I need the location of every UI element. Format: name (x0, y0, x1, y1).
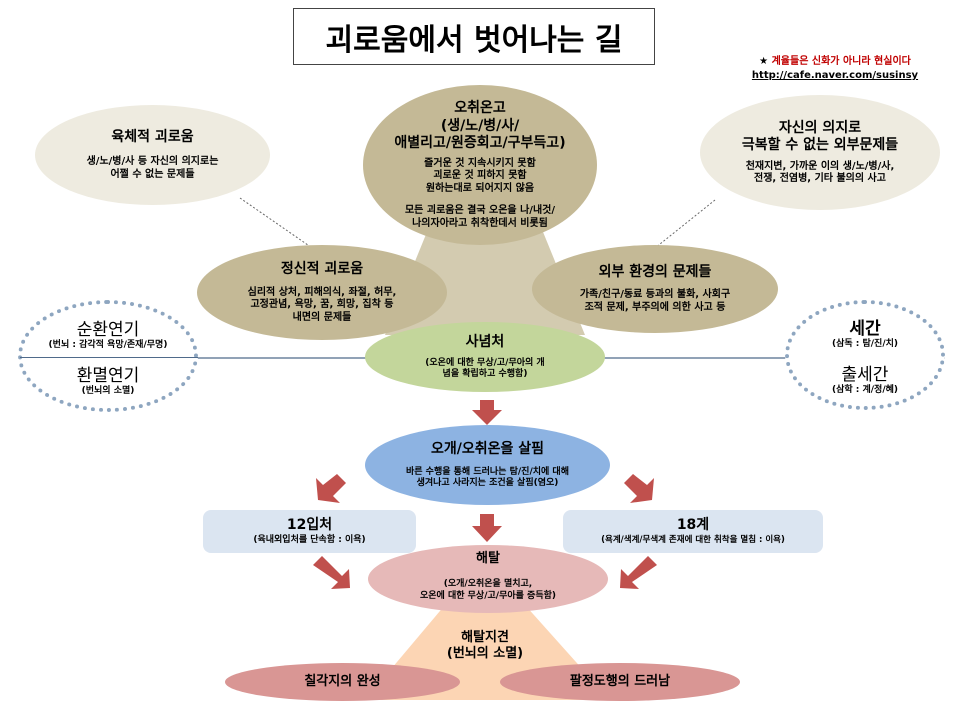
node-text: 나의자아라고 취착한데서 비롯됨 (412, 217, 548, 229)
arrow-diag-upper-left (316, 474, 346, 503)
dependent-origination-circle: 순환연기 (번뇌 : 감각적 욕망/존재/무명) 환멸연기 (번뇌의 소멸) (18, 300, 198, 412)
node-title: (생/노/병/사/ (440, 117, 520, 134)
arrows (313, 400, 657, 589)
node-title: 육체적 괴로움 (111, 128, 194, 145)
physical-suffering-node: 육체적 괴로움 생/노/병/사 등 자신의 의지로는 어쩔 수 없는 문제들 (35, 105, 270, 205)
box-text: (육내외입처를 단속함 : 이욕) (253, 534, 366, 545)
node-text: 전쟁, 전염병, 기타 불의의 사고 (754, 173, 886, 184)
arrow-down-2 (472, 514, 502, 542)
box-title: 18계 (676, 517, 710, 534)
circle-bottom-title: 환멸연기 (76, 366, 140, 386)
node-text: 내면의 문제들 (292, 311, 352, 323)
node-text: 조적 문제, 부주의에 의한 사고 등 (584, 301, 726, 313)
box-title: 12입처 (286, 517, 333, 534)
dotted-connector-right (649, 199, 716, 253)
seven-factors-node: 칠각지의 완성 (225, 663, 460, 701)
node-title: 칠각지의 완성 (304, 673, 381, 689)
node-title: 팔정도행의 드러남 (569, 673, 671, 689)
node-text: 바른 수행을 통해 드러나는 탐/진/치에 대해 (405, 466, 569, 477)
node-title: 오취온고 (454, 100, 506, 116)
node-text: 고정관념, 욕망, 꿈, 희망, 집착 등 (250, 299, 394, 310)
note-text: 계율들은 신화가 아니라 현실이다 (771, 56, 911, 67)
observe-aggregates-node: 오개/오취온을 살핌 바른 수행을 통해 드러나는 탐/진/치에 대해 생겨나고… (365, 425, 610, 505)
node-text: (번뇌의 소멸) (446, 646, 524, 662)
circle-top-title: 세간 (849, 318, 881, 339)
node-title: 오개/오취온을 살핌 (430, 441, 545, 457)
node-text: 즐거운 것 지속시키지 못함 (424, 157, 536, 169)
star-icon: ★ (759, 56, 772, 67)
node-title: 극복할 수 없는 외부문제들 (741, 137, 899, 153)
node-text: 가족/친구/동료 등과의 불화, 사회구 (579, 289, 731, 301)
node-title: 사념처 (465, 334, 505, 350)
arrow-down-1 (472, 400, 502, 425)
knowledge-label: 해탈지견 (번뇌의 소멸) (400, 630, 570, 663)
circle-bottom-sub: (번뇌의 소멸) (81, 386, 135, 396)
four-foundations-node: 사념처 (오온에 대한 무상/고/무아의 개 념을 확립하고 수행함) (365, 322, 605, 392)
header-note: ★ 계율들은 신화가 아니라 현실이다 http://cafe.naver.co… (735, 55, 935, 83)
node-title: 자신의 의지로 (778, 119, 862, 136)
node-text: 생겨나고 사라지는 조건을 살핌(염오) (416, 477, 559, 488)
arrow-diag-lower-left (313, 556, 350, 589)
node-title: 애별리고/원증회고/구부득고) (394, 135, 566, 151)
node-text: 오온에 대한 무상/고/무아를 증득함) (419, 590, 556, 601)
node-title: 해탈 (476, 551, 500, 566)
box-text: (욕계/색계/무색계 존재에 대한 취착을 멸침 : 이욕) (601, 534, 785, 545)
circle-top-sub: (삼독 : 탐/진/치) (831, 338, 899, 349)
circle-top-sub: (번뇌 : 감각적 욕망/존재/무명) (48, 339, 168, 350)
node-text: 모든 괴로움은 결국 오온을 나/내것/ (404, 205, 556, 216)
node-text: 심리적 상처, 피해의식, 좌절, 허무, (247, 286, 397, 298)
circle-bottom-title: 출세간 (841, 365, 889, 385)
node-text: (오개/오취온을 멸치고, (443, 579, 533, 590)
node-text: 천재지변, 가까운 이의 생/노/병/사, (745, 160, 895, 172)
eighteen-dhatu-box: 18계 (욕계/색계/무색계 존재에 대한 취착을 멸침 : 이욕) (563, 510, 823, 553)
five-aggregates-suffering-node: 오취온고 (생/노/병/사/ 애별리고/원증회고/구부득고) 즐거운 것 지속시… (363, 85, 597, 245)
dotted-connector-left (239, 197, 319, 253)
environment-problems-node: 외부 환경의 문제들 가족/친구/동료 등과의 불화, 사회구 조적 문제, 부… (532, 245, 778, 333)
node-text: 생/노/병/사 등 자신의 의지로는 (86, 156, 219, 168)
arrow-diag-lower-right (620, 556, 657, 589)
node-title: 외부 환경의 문제들 (598, 263, 712, 280)
twelve-ayatana-box: 12입처 (육내외입처를 단속함 : 이욕) (203, 510, 416, 553)
node-text: 괴로운 것 피하지 못함 (433, 170, 527, 181)
mundane-circle: 세간 (삼독 : 탐/진/치) 출세간 (삼학 : 계/정/혜) (785, 300, 945, 410)
mental-suffering-node: 정신적 괴로움 심리적 상처, 피해의식, 좌절, 허무, 고정관념, 욕망, … (197, 245, 447, 340)
node-text: (오온에 대한 무상/고/무아의 개 (425, 357, 545, 368)
circle-bottom-sub: (삼학 : 계/정/혜) (831, 385, 899, 395)
eightfold-path-node: 팔정도행의 드러남 (500, 663, 740, 701)
circle-divider (20, 357, 198, 358)
cafe-link[interactable]: http://cafe.naver.com/susinsy (751, 70, 919, 81)
node-title: 해탈지견 (461, 630, 509, 645)
circle-top-title: 순환연기 (76, 319, 140, 340)
node-text: 념을 확립하고 수행함) (442, 368, 528, 379)
liberation-node: 해탈 (오개/오취온을 멸치고, 오온에 대한 무상/고/무아를 증득함) (368, 545, 608, 613)
node-title: 정신적 괴로움 (280, 261, 364, 277)
node-text: 원하는대로 되어지지 않음 (425, 182, 535, 194)
node-text: 어쩔 수 없는 문제들 (110, 168, 195, 180)
external-will-node: 자신의 의지로 극복할 수 없는 외부문제들 천재지변, 가까운 이의 생/노/… (700, 95, 940, 210)
arrow-diag-upper-right (624, 474, 654, 503)
page-title: 괴로움에서 벗어나는 길 (293, 8, 655, 65)
